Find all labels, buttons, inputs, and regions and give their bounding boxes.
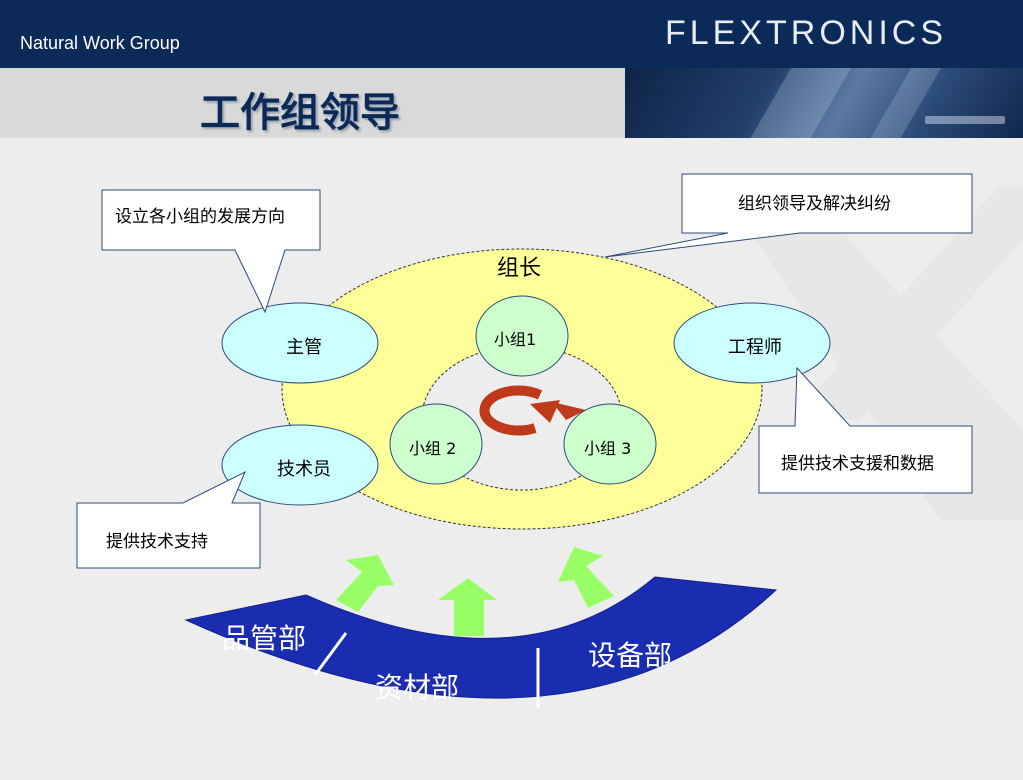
header-photo (625, 68, 1023, 138)
group3-label: 小组 3 (584, 439, 632, 458)
title-bar: 工作组领导 (0, 68, 625, 138)
supervisor-node (221, 302, 379, 384)
group1-label: 小组1 (494, 330, 537, 349)
header-subtitle: Natural Work Group (20, 33, 180, 53)
cycle-icon (479, 385, 586, 436)
department-equipment: 设备部 (588, 639, 673, 672)
page-title: 工作组领导 (200, 90, 400, 136)
group3-node (563, 403, 657, 485)
group2-label: 小组 2 (409, 439, 457, 458)
technician-node (221, 424, 379, 506)
group1-node (475, 295, 569, 377)
engineer-label: 工程师 (728, 337, 782, 358)
callout-technician-text: 提供技术支持 (106, 532, 208, 552)
support-arrow-center (438, 578, 497, 636)
group2-node (389, 403, 483, 485)
department-quality: 品管部 (222, 622, 307, 655)
callout-engineer-text: 提供技术支援和数据 (781, 454, 934, 474)
callout-leader-text: 组织领导及解决纠纷 (738, 194, 891, 214)
callout-technician (76, 470, 261, 569)
brand-logo: FLEXTRONICS (665, 14, 948, 52)
header-bar: Natural Work Group FLEXTRONICS (0, 0, 1023, 68)
callout-supervisor-text: 设立各小组的发展方向 (115, 207, 285, 227)
leader-label: 组长 (497, 256, 542, 281)
engineer-node (673, 302, 831, 384)
callout-supervisor (101, 189, 321, 314)
support-arrow-left (336, 555, 394, 612)
arc-divider-1 (313, 632, 348, 676)
support-arrow-right (558, 547, 614, 608)
department-materials: 资材部 (375, 671, 460, 704)
callout-engineer (758, 366, 973, 494)
department-arc-band (184, 576, 778, 699)
technician-label: 技术员 (277, 459, 331, 480)
callout-leader (604, 173, 973, 258)
supervisor-label: 主管 (286, 337, 322, 358)
